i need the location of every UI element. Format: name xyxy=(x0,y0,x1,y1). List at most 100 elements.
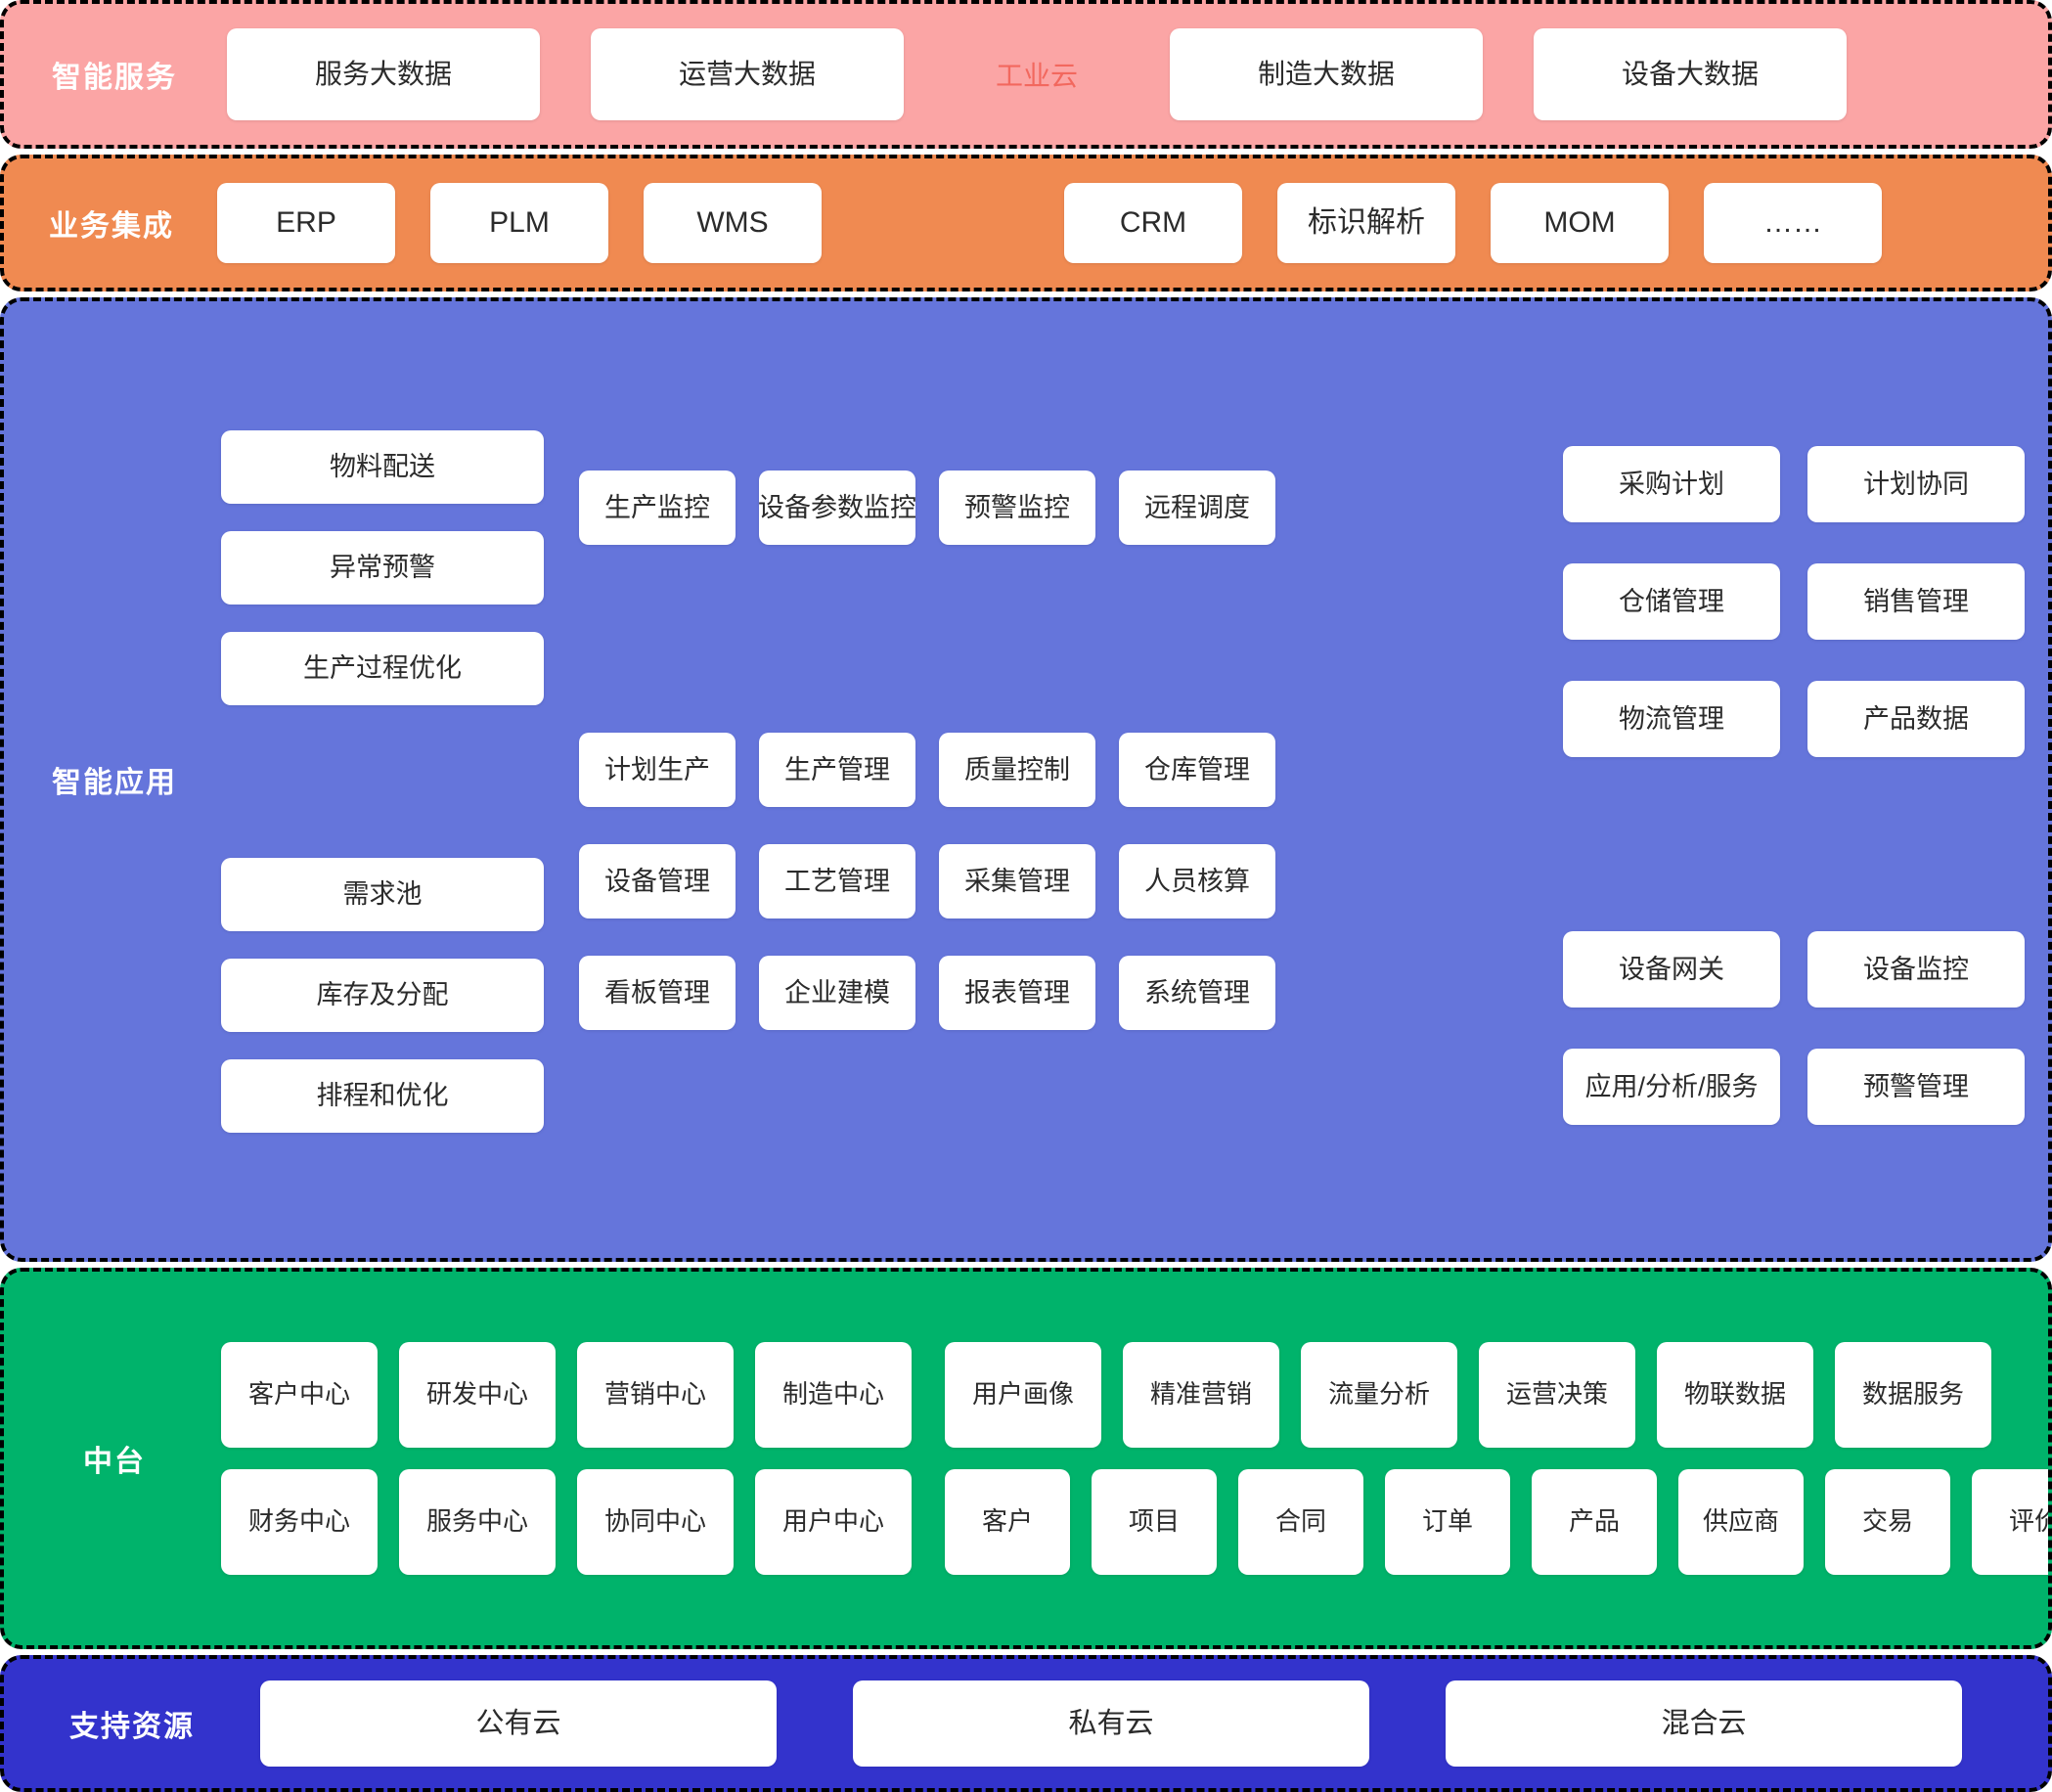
tile-process-management[interactable]: 工艺管理 xyxy=(759,844,915,918)
tile-collaboration-center[interactable]: 协同中心 xyxy=(577,1469,734,1575)
tile-planned-production[interactable]: 计划生产 xyxy=(579,733,736,807)
band-middle-platform: 中台 客户中心 研发中心 营销中心 制造中心 财务中心 服务中心 协同中心 用户… xyxy=(0,1268,2052,1649)
tile-user-profile[interactable]: 用户画像 xyxy=(945,1342,1101,1448)
tile-logistics-management[interactable]: 物流管理 xyxy=(1563,681,1780,757)
tile-plm[interactable]: PLM xyxy=(430,183,608,263)
apps-column-right: 采购计划 计划协同 仓储管理 销售管理 物流管理 产品数据 设备网关 设备监控 xyxy=(1275,319,2025,1240)
tile-traffic-analysis[interactable]: 流量分析 xyxy=(1301,1342,1457,1448)
band-label-support-resource: 支持资源 xyxy=(69,1711,195,1743)
spacer xyxy=(579,545,1275,733)
tile-manufacturing-big-data[interactable]: 制造大数据 xyxy=(1170,28,1483,120)
tile-marketing-center[interactable]: 营销中心 xyxy=(577,1342,734,1448)
tile-report-management[interactable]: 报表管理 xyxy=(939,956,1095,1030)
band-label-middle-platform: 中台 xyxy=(83,1446,146,1478)
tile-contract[interactable]: 合同 xyxy=(1238,1469,1363,1575)
tile-inventory-allocation[interactable]: 库存及分配 xyxy=(221,959,544,1032)
tile-order[interactable]: 订单 xyxy=(1385,1469,1510,1575)
tile-erp[interactable]: ERP xyxy=(217,183,395,263)
tile-equipment-gateway[interactable]: 设备网关 xyxy=(1563,931,1780,1008)
apps-right-row-3: 物流管理 产品数据 xyxy=(1563,681,2025,757)
middle-data-row-2: 客户 项目 合同 订单 产品 供应商 交易 评价 xyxy=(945,1469,2048,1575)
tile-equipment-parameter-monitoring[interactable]: 设备参数监控 xyxy=(758,470,916,545)
band-business-integration: 业务集成 ERP PLM WMS CRM 标识解析 MOM …… xyxy=(0,155,2052,291)
tile-operation-decision[interactable]: 运营决策 xyxy=(1479,1342,1635,1448)
tile-collection-management[interactable]: 采集管理 xyxy=(939,844,1095,918)
apps-right-row-5: 应用/分析/服务 预警管理 xyxy=(1563,1049,2025,1125)
tile-product-data[interactable]: 产品数据 xyxy=(1807,681,2025,757)
band-label-business-integration: 业务集成 xyxy=(49,210,174,243)
tile-storage-management[interactable]: 仓储管理 xyxy=(1563,563,1780,640)
tile-evaluation[interactable]: 评价 xyxy=(1972,1469,2048,1575)
band-body-middle-platform: 客户中心 研发中心 营销中心 制造中心 财务中心 服务中心 协同中心 用户中心 … xyxy=(221,1272,2048,1645)
tile-production-management[interactable]: 生产管理 xyxy=(759,733,915,807)
tile-iot-data[interactable]: 物联数据 xyxy=(1657,1342,1813,1448)
tile-system-management[interactable]: 系统管理 xyxy=(1119,956,1275,1030)
tile-scheduling-optimization[interactable]: 排程和优化 xyxy=(221,1059,544,1133)
middle-centers-row-2: 财务中心 服务中心 协同中心 用户中心 xyxy=(221,1469,912,1575)
tile-precision-marketing[interactable]: 精准营销 xyxy=(1123,1342,1279,1448)
tile-mom[interactable]: MOM xyxy=(1491,183,1669,263)
tile-hybrid-cloud[interactable]: 混合云 xyxy=(1446,1680,1962,1767)
tile-enterprise-modeling[interactable]: 企业建模 xyxy=(759,956,915,1030)
apps-column-left: 物料配送 异常预警 生产过程优化 需求池 库存及分配 排程和优化 xyxy=(221,319,544,1240)
tile-service-center[interactable]: 服务中心 xyxy=(399,1469,556,1575)
spacer xyxy=(221,504,544,531)
tile-product[interactable]: 产品 xyxy=(1532,1469,1657,1575)
apps-right-row-4: 设备网关 设备监控 xyxy=(1563,931,2025,1008)
band-body-intelligent-service: 服务大数据 运营大数据 工业云 制造大数据 设备大数据 xyxy=(217,4,2048,145)
tile-plan-collaboration[interactable]: 计划协同 xyxy=(1807,446,2025,522)
tile-customer-center[interactable]: 客户中心 xyxy=(221,1342,378,1448)
band-body-support-resource: 公有云 私有云 混合云 xyxy=(254,1659,2048,1788)
tile-production-monitoring[interactable]: 生产监控 xyxy=(579,470,736,545)
tile-equipment-management[interactable]: 设备管理 xyxy=(579,844,736,918)
spacer xyxy=(221,605,544,632)
apps-column-middle: 生产监控 设备参数监控 预警监控 远程调度 计划生产 生产管理 质量控制 仓库管… xyxy=(579,319,1275,1240)
tile-abnormal-warning[interactable]: 异常预警 xyxy=(221,531,544,605)
tile-warning-monitoring[interactable]: 预警监控 xyxy=(939,470,1095,545)
middle-data-row-1: 用户画像 精准营销 流量分析 运营决策 物联数据 数据服务 xyxy=(945,1342,2048,1448)
tile-warehouse-management[interactable]: 仓库管理 xyxy=(1119,733,1275,807)
tile-equipment-big-data[interactable]: 设备大数据 xyxy=(1534,28,1847,120)
tile-manufacturing-center[interactable]: 制造中心 xyxy=(755,1342,912,1448)
tile-rnd-center[interactable]: 研发中心 xyxy=(399,1342,556,1448)
tile-public-cloud[interactable]: 公有云 xyxy=(260,1680,777,1767)
tile-finance-center[interactable]: 财务中心 xyxy=(221,1469,378,1575)
tile-service-big-data[interactable]: 服务大数据 xyxy=(227,28,540,120)
tile-identifier-resolution[interactable]: 标识解析 xyxy=(1277,183,1455,263)
tile-private-cloud[interactable]: 私有云 xyxy=(853,1680,1369,1767)
tile-customer[interactable]: 客户 xyxy=(945,1469,1070,1575)
apps-right-row-1: 采购计划 计划协同 xyxy=(1563,446,2025,522)
tile-project[interactable]: 项目 xyxy=(1092,1469,1217,1575)
band-intelligent-service: 智能服务 服务大数据 运营大数据 工业云 制造大数据 设备大数据 xyxy=(0,0,2052,149)
tile-material-delivery[interactable]: 物料配送 xyxy=(221,430,544,504)
tile-supplier[interactable]: 供应商 xyxy=(1678,1469,1804,1575)
middle-centers-row-1: 客户中心 研发中心 营销中心 制造中心 xyxy=(221,1342,912,1448)
tile-user-center[interactable]: 用户中心 xyxy=(755,1469,912,1575)
middle-group-centers: 客户中心 研发中心 营销中心 制造中心 财务中心 服务中心 协同中心 用户中心 xyxy=(221,1342,912,1575)
spacer xyxy=(221,1032,544,1059)
tile-quality-control[interactable]: 质量控制 xyxy=(939,733,1095,807)
tile-production-process-optimization[interactable]: 生产过程优化 xyxy=(221,632,544,705)
tile-transaction[interactable]: 交易 xyxy=(1825,1469,1950,1575)
tile-operation-big-data[interactable]: 运营大数据 xyxy=(591,28,904,120)
tile-warning-management[interactable]: 预警管理 xyxy=(1807,1049,2025,1125)
tile-wms[interactable]: WMS xyxy=(644,183,822,263)
tile-kanban-management[interactable]: 看板管理 xyxy=(579,956,736,1030)
label-industrial-cloud: 工业云 xyxy=(995,61,1078,91)
tile-crm[interactable]: CRM xyxy=(1064,183,1242,263)
tile-remote-dispatch[interactable]: 远程调度 xyxy=(1119,470,1275,545)
tile-purchase-plan[interactable]: 采购计划 xyxy=(1563,446,1780,522)
band-support-resource: 支持资源 公有云 私有云 混合云 xyxy=(0,1655,2052,1792)
tile-application-analysis-service[interactable]: 应用/分析/服务 xyxy=(1563,1049,1780,1125)
integration-group-left: ERP PLM WMS xyxy=(217,183,822,263)
tile-personnel-accounting[interactable]: 人员核算 xyxy=(1119,844,1275,918)
middle-group-data: 用户画像 精准营销 流量分析 运营决策 物联数据 数据服务 客户 项目 合同 订… xyxy=(945,1342,2048,1575)
apps-mid-row-1: 生产监控 设备参数监控 预警监控 远程调度 xyxy=(579,470,1275,545)
tile-more-ellipsis[interactable]: …… xyxy=(1704,183,1882,263)
tile-equipment-monitoring[interactable]: 设备监控 xyxy=(1807,931,2025,1008)
apps-mid-row-3: 设备管理 工艺管理 采集管理 人员核算 xyxy=(579,844,1275,918)
tile-data-service[interactable]: 数据服务 xyxy=(1835,1342,1991,1448)
tile-sales-management[interactable]: 销售管理 xyxy=(1807,563,2025,640)
band-label-intelligent-application: 智能应用 xyxy=(52,767,177,799)
tile-demand-pool[interactable]: 需求池 xyxy=(221,858,544,931)
